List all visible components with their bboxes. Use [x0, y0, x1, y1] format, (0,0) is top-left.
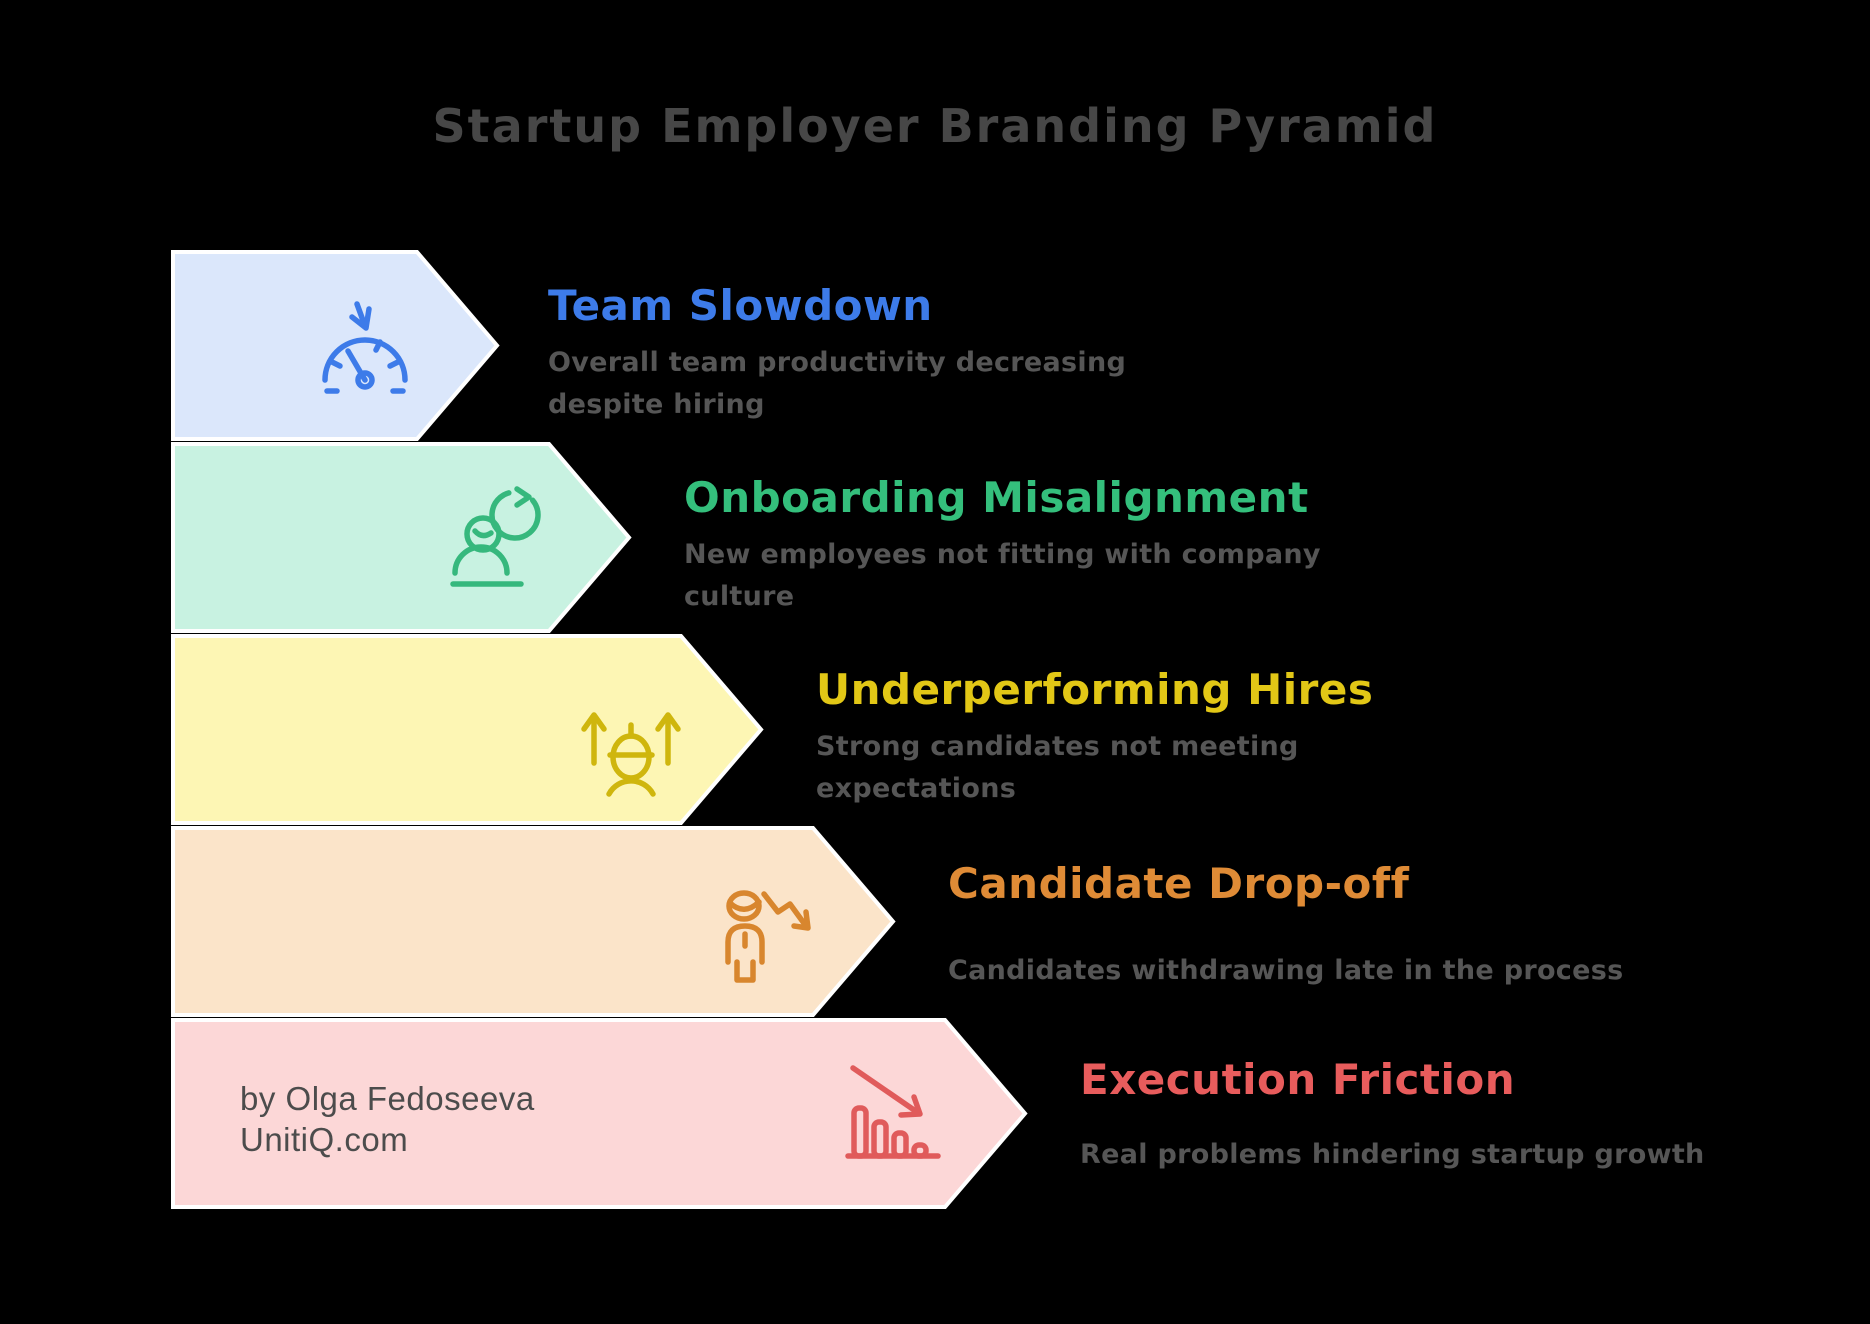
level-description-candidate-drop-off: Candidates withdrawing late in the proce… — [948, 955, 1624, 986]
attribution-website: UnitiQ.com — [240, 1121, 409, 1158]
person-up-arrows-icon — [581, 712, 681, 797]
level-heading-team-slowdown: Team Slowdown — [548, 281, 933, 330]
band-team-slowdown — [171, 250, 500, 441]
attribution-author: by Olga Fedoseeva — [240, 1080, 535, 1117]
band-underperforming-hires — [171, 634, 764, 825]
band-shape — [171, 634, 764, 825]
band-shape — [171, 826, 896, 1017]
gauge-decrease-icon — [322, 301, 408, 394]
page-title: Startup Employer Branding Pyramid — [432, 99, 1438, 153]
band-shape — [171, 1018, 1028, 1209]
band-candidate-drop-off — [171, 826, 896, 1017]
level-heading-candidate-drop-off: Candidate Drop-off — [948, 859, 1410, 908]
band-shape — [171, 250, 500, 441]
attribution: by Olga Fedoseeva UnitiQ.com — [240, 1078, 535, 1160]
level-heading-execution-friction: Execution Friction — [1080, 1055, 1516, 1104]
level-description-onboarding-misalignment: New employees not fitting with company c… — [684, 539, 1321, 612]
level-heading-onboarding-misalignment: Onboarding Misalignment — [684, 473, 1309, 522]
declining-bars-arrow-icon — [845, 1065, 941, 1159]
band-execution-friction — [171, 1018, 1028, 1209]
level-description-underperforming-hires: Strong candidates not meeting expectatio… — [816, 731, 1299, 804]
band-onboarding-misalignment — [171, 442, 632, 633]
level-heading-underperforming-hires: Underperforming Hires — [816, 665, 1374, 714]
band-shape — [171, 442, 632, 633]
person-rotation-icon — [450, 486, 541, 587]
person-decline-arrow-icon — [725, 890, 811, 983]
level-description-execution-friction: Real problems hindering startup growth — [1080, 1139, 1705, 1170]
level-description-team-slowdown: Overall team productivity decreasing des… — [548, 347, 1127, 420]
